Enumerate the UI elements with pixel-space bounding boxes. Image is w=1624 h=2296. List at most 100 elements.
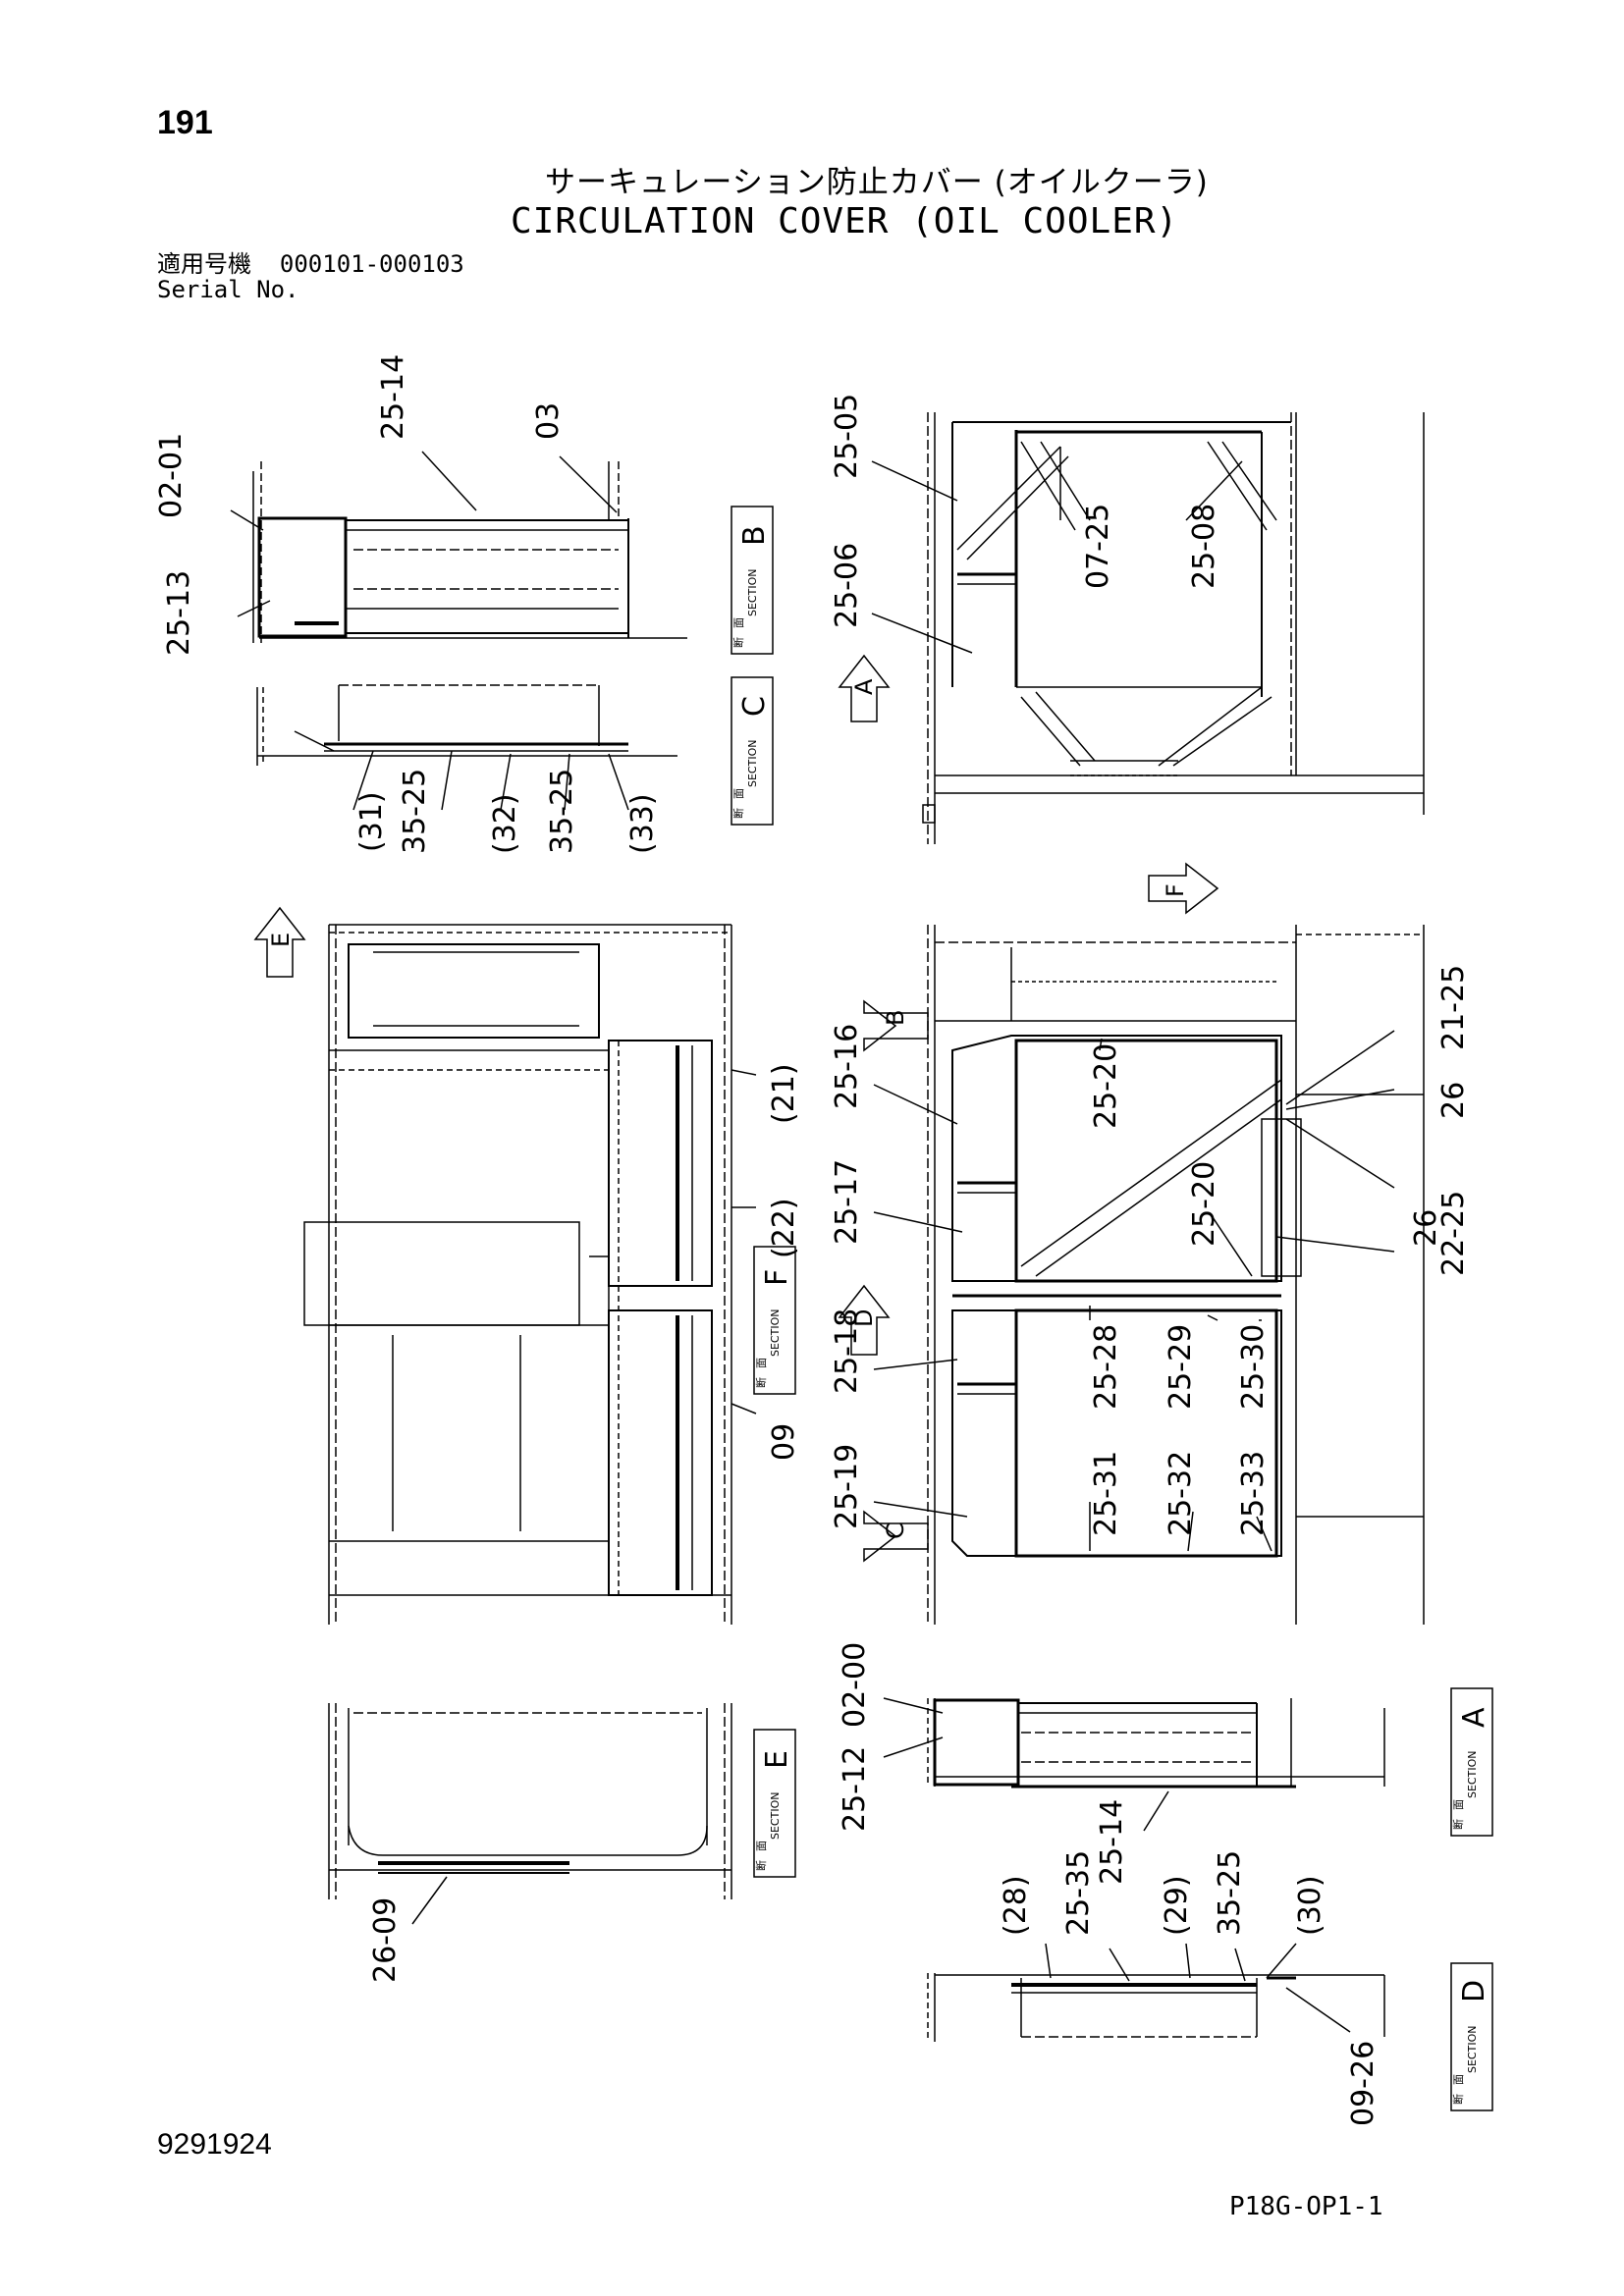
label-35-25-b: 35-25 — [545, 769, 579, 854]
label-25-13: 25-13 — [162, 570, 196, 656]
section-b-jp-bottom: 面 — [732, 617, 745, 628]
document-number: 9291924 — [157, 2128, 272, 2161]
view-arrow-d-letter: D — [850, 1309, 878, 1327]
section-d-en: SECTION — [1466, 2026, 1479, 2073]
label-25-17: 25-17 — [830, 1159, 864, 1245]
label-35-25-c: 35-25 — [1213, 1850, 1247, 1936]
section-a-jp-top: 断 — [1451, 1819, 1465, 1830]
label-02-00: 02-00 — [838, 1642, 872, 1728]
label-25-32: 25-32 — [1164, 1451, 1198, 1536]
label-25-35: 25-35 — [1061, 1850, 1096, 1936]
section-d-view: (28) 25-35 (29) 35-25 (30) 09-26 — [927, 1850, 1385, 2126]
label-25-14: 25-14 — [376, 354, 410, 440]
section-f-letter: F — [760, 1269, 794, 1286]
title-japanese: サーキュレーション防止カバー (オイルクーラ) — [545, 165, 1209, 200]
section-e-jp-bottom: 面 — [755, 1841, 768, 1851]
label-29: (29) — [1160, 1875, 1194, 1936]
section-a-jp-bottom: 面 — [1452, 1799, 1465, 1810]
section-f-en: SECTION — [769, 1309, 782, 1357]
section-b-view: 02-01 25-13 25-14 03 — [154, 354, 687, 656]
middle-right-view: 25-16 25-17 25-18 25-19 25-20 25-20 21-2… — [830, 925, 1471, 1625]
view-arrow-e: E — [253, 906, 306, 978]
section-d-jp-bottom: 面 — [1452, 2074, 1465, 2085]
view-arrow-b: B — [863, 999, 929, 1052]
label-25-29: 25-29 — [1164, 1324, 1198, 1410]
label-25-14-a: 25-14 — [1095, 1799, 1129, 1885]
label-26-a: 26 — [1436, 1082, 1471, 1119]
view-arrow-c-letter: C — [882, 1522, 909, 1539]
section-c-jp-top: 断 — [731, 808, 745, 819]
view-arrow-a-letter: A — [850, 678, 878, 695]
section-c-jp-bottom: 面 — [732, 788, 745, 799]
section-a-view: 02-00 25-12 25-14 — [838, 1642, 1385, 1885]
section-f-jp-top: 断 — [754, 1377, 768, 1388]
label-32: (32) — [488, 793, 522, 854]
section-b-en: SECTION — [746, 569, 759, 616]
section-d-jp-top: 断 — [1451, 2094, 1465, 2105]
label-25-05: 25-05 — [830, 394, 864, 479]
label-25-19: 25-19 — [830, 1444, 864, 1529]
view-arrow-d: D — [838, 1284, 891, 1356]
section-box-e: E SECTION 断 面 — [753, 1729, 796, 1878]
label-03: 03 — [531, 402, 566, 440]
label-09-26: 09-26 — [1346, 2041, 1380, 2126]
section-c-letter: C — [737, 696, 772, 717]
section-e-view: 26-09 — [328, 1703, 732, 1983]
label-25-30: 25-30 — [1236, 1324, 1271, 1410]
section-f-view: (21) (22) 09 — [303, 924, 801, 1625]
serial-range: 000101-000103 — [279, 250, 464, 278]
title-english: CIRCULATION COVER (OIL COOLER) — [511, 201, 1179, 241]
label-25-12: 25-12 — [838, 1746, 872, 1832]
label-25-18: 25-18 — [830, 1308, 864, 1394]
label-33: (33) — [625, 793, 660, 854]
serial-block: 適用号機 000101-000103 Serial No. — [157, 251, 464, 302]
section-e-letter: E — [760, 1750, 794, 1769]
view-arrow-f: F — [1148, 862, 1219, 915]
view-arrow-e-letter: E — [267, 933, 295, 947]
section-e-jp-top: 断 — [754, 1860, 768, 1871]
label-21-25: 21-25 — [1436, 965, 1471, 1050]
serial-label-en: Serial No. — [157, 276, 299, 303]
label-35-25-a: 35-25 — [398, 769, 432, 854]
top-right-view: 25-05 25-06 07-25 25-08 — [830, 394, 1425, 844]
label-21: (21) — [767, 1063, 801, 1124]
section-box-f: F SECTION 断 面 — [753, 1246, 796, 1395]
section-b-letter: B — [737, 525, 772, 546]
view-arrow-c: C — [863, 1510, 929, 1563]
view-arrow-f-letter: F — [1162, 883, 1189, 897]
section-b-jp-top: 断 — [731, 637, 745, 648]
section-box-c: C SECTION 断 面 — [731, 676, 774, 826]
label-02-01: 02-01 — [154, 433, 189, 518]
label-26-b: 26 — [1409, 1209, 1443, 1247]
view-arrow-b-letter: B — [882, 1010, 909, 1026]
section-box-a: A SECTION 断 面 — [1450, 1687, 1493, 1837]
page-code: P18G-OP1-1 — [1229, 2192, 1383, 2221]
view-arrow-a: A — [838, 654, 891, 722]
label-25-20-a: 25-20 — [1089, 1043, 1123, 1129]
label-25-28: 25-28 — [1089, 1324, 1123, 1410]
section-box-b: B SECTION 断 面 — [731, 506, 774, 655]
label-25-08: 25-08 — [1187, 504, 1221, 589]
label-07-25: 07-25 — [1081, 504, 1115, 589]
page-number: 191 — [157, 104, 213, 141]
label-25-31: 25-31 — [1089, 1451, 1123, 1536]
label-25-33: 25-33 — [1236, 1451, 1271, 1536]
label-22-25: 22-25 — [1436, 1191, 1471, 1276]
section-e-en: SECTION — [769, 1792, 782, 1840]
label-25-06: 25-06 — [830, 543, 864, 628]
label-09: 09 — [767, 1423, 801, 1461]
label-26-09: 26-09 — [368, 1897, 403, 1983]
label-28: (28) — [999, 1875, 1033, 1936]
label-25-16: 25-16 — [830, 1024, 864, 1109]
section-a-en: SECTION — [1466, 1751, 1479, 1798]
label-25-20-b: 25-20 — [1187, 1161, 1221, 1247]
section-c-view: (31) 35-25 (32) 35-25 (33) — [256, 684, 677, 854]
section-c-en: SECTION — [746, 740, 759, 787]
label-31: (31) — [354, 791, 389, 852]
serial-label-jp: 適用号機 — [157, 250, 251, 278]
section-d-letter: D — [1457, 1980, 1491, 2002]
section-a-letter: A — [1457, 1707, 1491, 1728]
section-f-jp-bottom: 面 — [755, 1358, 768, 1368]
label-30: (30) — [1293, 1875, 1327, 1936]
